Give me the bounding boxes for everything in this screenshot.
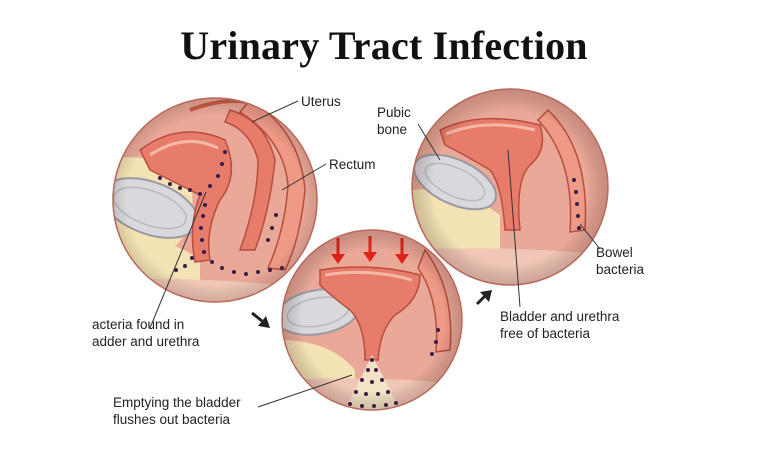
label-uterus: Uterus <box>301 94 341 109</box>
label-pubic-bone-line2: bone <box>377 122 408 137</box>
label-pubic-bone-line1: Pubic <box>377 105 411 120</box>
label-emptying-bladder: Emptying the bladder flushes out bacteri… <box>113 394 241 428</box>
label-bowel-bacteria-line2: bacteria <box>596 262 645 277</box>
leader-lines <box>149 100 601 408</box>
label-free-line1: Bladder and urethra <box>500 309 620 324</box>
label-bacteria-found: acteria found in adder and urethra <box>92 316 199 350</box>
label-pubic-bone: Pubic bone <box>377 104 411 138</box>
label-emptying-line2: flushes out bacteria <box>113 412 231 427</box>
label-free-of-bacteria: Bladder and urethra free of bacteria <box>500 308 619 342</box>
label-free-line2: free of bacteria <box>500 326 591 341</box>
label-bowel-bacteria-line1: Bowel <box>596 245 633 260</box>
label-bacteria-found-line2: adder and urethra <box>92 334 200 349</box>
label-bacteria-found-line1: acteria found in <box>92 317 185 332</box>
label-rectum: Rectum <box>329 157 376 172</box>
flow-arrows <box>251 290 492 328</box>
label-bowel-bacteria: Bowel bacteria <box>596 244 644 278</box>
diagram-title: Urinary Tract Infection <box>180 23 588 68</box>
circle-emptying <box>281 229 463 411</box>
label-emptying-line1: Emptying the bladder <box>113 395 241 410</box>
